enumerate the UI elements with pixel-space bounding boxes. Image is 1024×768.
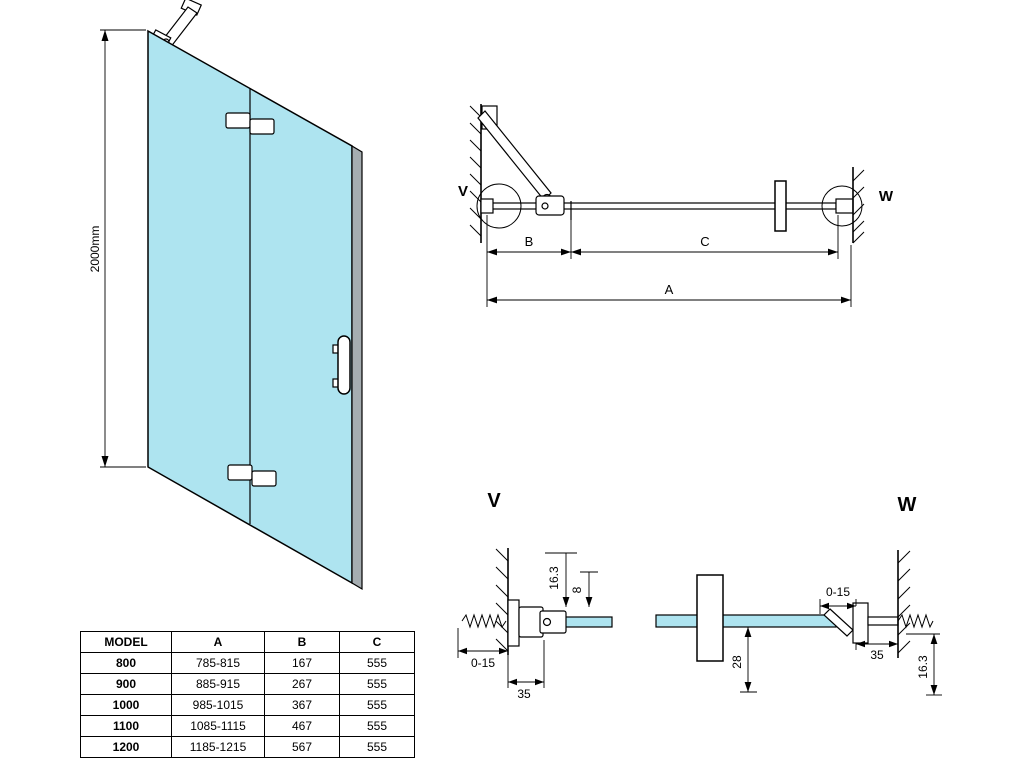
cell-b: 367 bbox=[264, 694, 340, 716]
detail-marker-v-circle bbox=[476, 183, 522, 229]
detail-marker-w-circle bbox=[821, 185, 863, 227]
cell-a: 785-815 bbox=[171, 652, 265, 674]
cell-b: 167 bbox=[264, 652, 340, 674]
detail-w-dim-offset-label: 28 bbox=[730, 655, 744, 669]
table-row: 1200 1185-1215 567 555 bbox=[80, 736, 415, 758]
detail-v-screw bbox=[461, 613, 507, 629]
cell-c: 555 bbox=[339, 652, 415, 674]
dim-a-label: A bbox=[665, 282, 674, 297]
cell-a: 985-1015 bbox=[171, 694, 265, 716]
detail-v: V 16.3 8 bbox=[457, 490, 613, 701]
detail-w-seal-profile bbox=[696, 574, 724, 662]
dim-b-label: B bbox=[525, 234, 534, 249]
plan-extension-lines bbox=[486, 215, 852, 307]
plan-label-w: W bbox=[879, 188, 894, 205]
detail-w-dim-adjust-label: 0-15 bbox=[826, 585, 850, 599]
detail-v-dim-total: 35 bbox=[508, 640, 545, 701]
front-view: 2000mm bbox=[88, 0, 363, 591]
cell-c: 555 bbox=[339, 694, 415, 716]
plan-left-wall bbox=[469, 104, 482, 243]
detail-w-dim-adjust: 0-15 bbox=[819, 585, 857, 614]
front-height-label: 2000mm bbox=[88, 226, 102, 273]
detail-v-pivot bbox=[542, 617, 552, 627]
detail-v-dim-glass-offset: 8 bbox=[570, 571, 598, 607]
detail-w-screw-threads bbox=[897, 613, 934, 629]
detail-w-title: W bbox=[898, 494, 917, 516]
detail-w-dim-offset: 28 bbox=[723, 626, 760, 693]
detail-v-title: V bbox=[487, 490, 501, 512]
plan-handle bbox=[774, 180, 787, 232]
header-c: C bbox=[339, 631, 415, 653]
detail-w-dim-depth: 16.3 bbox=[906, 633, 942, 696]
detail-v-dim-total-label: 35 bbox=[517, 687, 531, 701]
header-model: MODEL bbox=[80, 631, 172, 653]
cell-c: 555 bbox=[339, 673, 415, 695]
front-height-dimension: 2000mm bbox=[88, 29, 146, 468]
detail-v-dim-glass-offset-label: 8 bbox=[570, 586, 584, 593]
spec-table: MODEL A B C 800 785-815 167 555 900 885-… bbox=[80, 631, 415, 758]
detail-v-dim-adjust-label: 0-15 bbox=[471, 656, 495, 670]
detail-v-dim-depth: 16.3 bbox=[545, 552, 577, 607]
cell-model: 1200 bbox=[80, 736, 172, 758]
detail-w-wall-profile bbox=[852, 602, 869, 644]
table-row: 1000 985-1015 367 555 bbox=[80, 694, 415, 716]
table-row: 900 885-915 267 555 bbox=[80, 673, 415, 695]
cell-a: 1085-1115 bbox=[171, 715, 265, 737]
cell-model: 1000 bbox=[80, 694, 172, 716]
bottom-hinge bbox=[227, 464, 277, 487]
detail-w-glass bbox=[655, 614, 837, 628]
cell-b: 567 bbox=[264, 736, 340, 758]
detail-w-dim-depth-label: 16.3 bbox=[916, 655, 930, 679]
cell-c: 555 bbox=[339, 736, 415, 758]
detail-w-dim-total-label: 35 bbox=[870, 648, 884, 662]
detail-w-screw-shaft bbox=[867, 616, 899, 626]
cell-model: 1100 bbox=[80, 715, 172, 737]
header-a: A bbox=[171, 631, 265, 653]
detail-w-wall bbox=[897, 550, 911, 658]
detail-v-wall-profile bbox=[507, 599, 520, 647]
detail-w-dim-total: 35 bbox=[855, 640, 898, 662]
cell-a: 885-915 bbox=[171, 673, 265, 695]
cell-a: 1185-1215 bbox=[171, 736, 265, 758]
header-b: B bbox=[264, 631, 340, 653]
top-hinge bbox=[225, 112, 275, 135]
plan-view: V W B C A bbox=[458, 104, 894, 307]
detail-v-wall bbox=[495, 548, 509, 655]
plan-right-profile bbox=[835, 198, 854, 214]
dim-c-label: C bbox=[700, 234, 709, 249]
table-row: 800 785-815 167 555 bbox=[80, 652, 415, 674]
detail-w: W 0-15 35 bbox=[655, 494, 942, 696]
cell-model: 900 bbox=[80, 673, 172, 695]
detail-v-clamp bbox=[539, 610, 567, 634]
detail-w-clamp bbox=[823, 608, 854, 637]
cell-b: 467 bbox=[264, 715, 340, 737]
cell-model: 800 bbox=[80, 652, 172, 674]
right-frame-profile bbox=[351, 144, 363, 591]
dim-a: A bbox=[487, 282, 851, 304]
door-handle bbox=[332, 335, 351, 395]
plan-label-v: V bbox=[458, 183, 468, 200]
cell-b: 267 bbox=[264, 673, 340, 695]
dim-c: C bbox=[571, 234, 838, 256]
spec-table-header-row: MODEL A B C bbox=[80, 631, 415, 653]
plan-hinge-block bbox=[535, 195, 565, 216]
plan-pivot-arm bbox=[477, 105, 553, 205]
plan-left-profile bbox=[480, 198, 494, 214]
dim-b: B bbox=[487, 234, 571, 256]
detail-v-dim-depth-label: 16.3 bbox=[547, 566, 561, 590]
detail-v-dim-adjust: 0-15 bbox=[457, 628, 509, 688]
cell-c: 555 bbox=[339, 715, 415, 737]
table-row: 1100 1085-1115 467 555 bbox=[80, 715, 415, 737]
